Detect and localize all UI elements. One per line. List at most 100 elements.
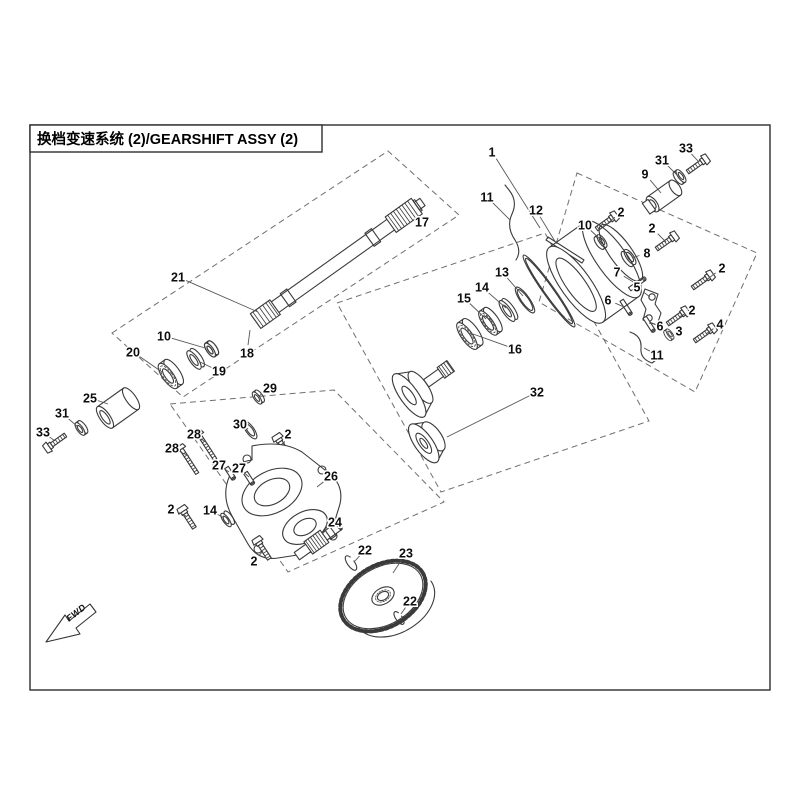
exploded-view-art [41,152,719,638]
part-number-label: 30 [233,418,247,432]
leader-line [259,550,264,556]
part-number-label: 4 [717,318,724,332]
part-number-label: 22 [358,544,372,558]
leader-line [247,329,251,346]
part-number-label: 33 [36,426,50,440]
gearbox-housing-26 [225,443,342,559]
part-number-label: 12 [529,204,543,218]
part-number-label: 29 [263,382,277,396]
output-shaft-24 [293,521,343,561]
leader-line [643,291,651,298]
part-number-label: 32 [530,386,544,400]
leader-line [411,206,418,216]
spring-11-upper [504,184,520,261]
part-number-label: 14 [475,281,489,295]
leader-line [49,436,56,442]
part-number-label: 7 [614,266,621,280]
part-number-label: 24 [328,516,342,530]
part-number-label: 9 [642,168,649,182]
leader-lines [49,153,716,615]
leader-line [97,400,109,405]
ring-8 [620,248,637,268]
snap-ring-22-b [393,611,405,625]
leader-line [648,322,653,325]
leader-line [321,527,330,535]
large-ring [522,254,576,328]
part-number-label: 8 [644,247,651,261]
part-number-label: 10 [157,330,171,344]
shift-actuator-9 [641,179,683,215]
leader-line [185,279,259,313]
part-number-label: 2 [618,206,625,220]
leader-line [225,469,230,473]
part-number-label: 1 [489,146,496,160]
part-number-label: 11 [650,349,663,363]
leader-line [607,216,616,224]
part-number-label: 21 [171,271,185,285]
part-number-label: 2 [168,503,175,517]
dowel-27-a [224,465,237,481]
part-number-label: 6 [605,294,612,308]
leader-line [258,392,264,397]
part-number-label: 28 [187,428,201,442]
leader-line [446,395,531,438]
part-number-label: 2 [689,304,696,318]
part-number-label: 2 [285,428,292,442]
leader-line [678,313,686,318]
part-number-label: 14 [203,504,217,518]
leader-line [667,165,679,177]
part-number-label: 2 [649,222,656,236]
leader-line [353,555,360,563]
part-number-label: 3 [676,325,683,339]
spacer-25 [95,387,141,429]
page-title: 换档变速系统 (2)/GEARSHIFT ASSY (2) [37,130,298,148]
seal-30 [242,420,258,440]
bearing-20 [157,358,185,390]
leader-line [139,356,163,373]
leader-line [623,275,636,284]
leader-line [631,255,640,259]
leader-line [216,513,225,519]
leader-line [649,179,662,194]
bearing-14-left [220,510,236,528]
snap-ring-22-a [344,555,358,571]
leader-line [472,333,508,347]
part-number-label: 10 [578,219,592,233]
leader-line [657,233,667,243]
spring-11-lower [629,331,657,364]
leader-line [171,337,206,349]
part-number-label: 2 [251,555,258,569]
leader-line [178,511,187,517]
leader-line [316,480,325,488]
bearing-16 [456,317,484,350]
leader-line [495,158,541,229]
washer-19 [186,347,205,370]
leader-line [492,202,511,221]
leader-line [400,607,406,615]
gearshift-drum-1 [546,220,644,324]
leader-line [67,417,79,428]
leader-line [705,328,714,335]
part-number-label: 5 [634,281,641,295]
part-number-label: 25 [83,392,97,406]
title-box [29,124,323,153]
part-number-label: 6 [657,320,664,334]
leader-line [487,291,507,309]
leader-line [539,216,557,244]
part-number-label: 16 [508,343,522,357]
input-shaft-21 [249,197,426,329]
leader-line [199,361,212,369]
leader-line [469,303,487,320]
leader-line [643,347,651,352]
group-box-shaft [111,150,460,398]
part-number-label: 31 [655,154,669,168]
part-number-label: 28 [165,442,179,456]
leader-line [615,302,625,308]
leader-line [282,441,286,446]
pin-6-b [642,315,656,333]
part-number-label: 20 [126,346,140,360]
leader-line [392,559,402,574]
group-box-bearings [336,232,650,493]
part-number-label: 22 [403,595,417,609]
